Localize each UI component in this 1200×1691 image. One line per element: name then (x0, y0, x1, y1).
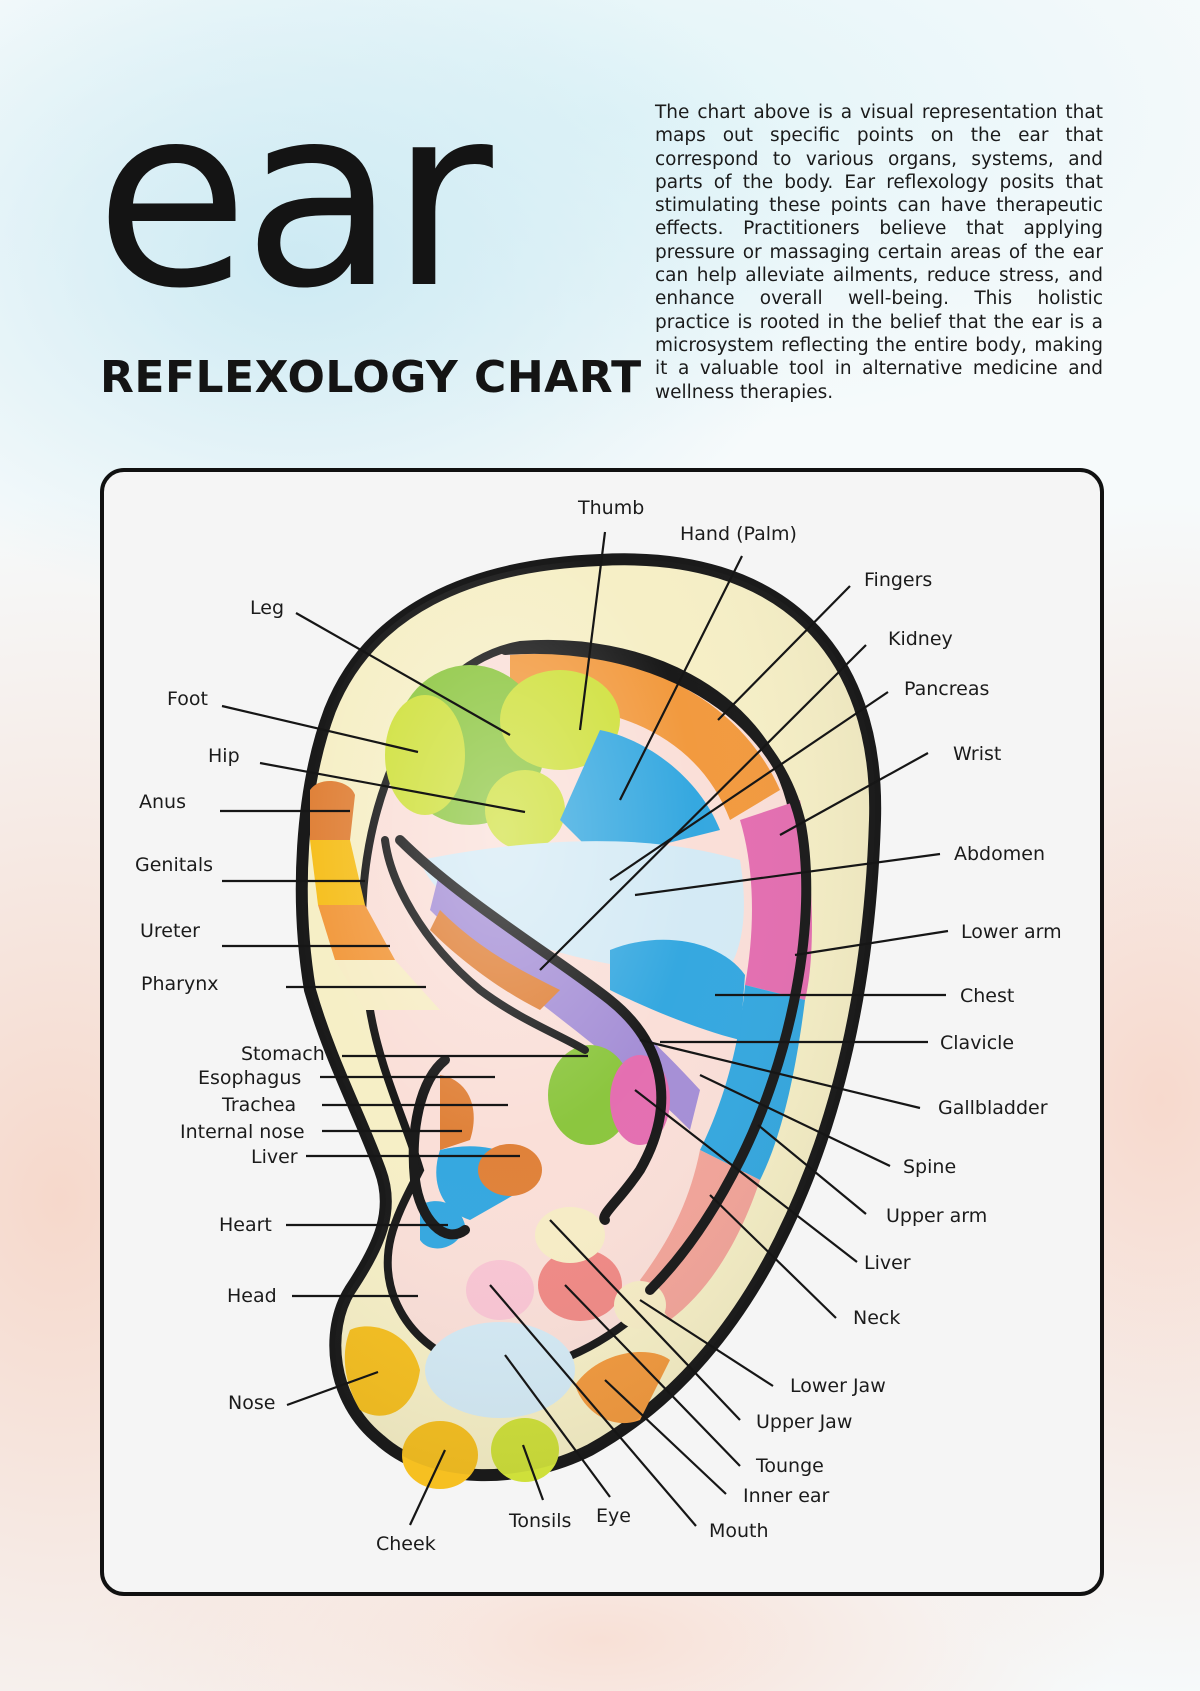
page-subtitle: REFLEXOLOGY CHART (100, 352, 642, 403)
leader-pancreas (609, 691, 889, 881)
leader-lines (220, 531, 949, 1527)
label-eye: Eye (596, 1505, 631, 1527)
leader-hand-palm (619, 555, 743, 801)
leader-hip (259, 761, 526, 814)
leader-thumb (578, 531, 607, 731)
leader-spine (699, 1074, 891, 1167)
label-hand-palm: Hand (Palm) (680, 523, 797, 545)
leader-fingers (717, 585, 851, 721)
leader-wrist (779, 752, 929, 836)
label-chest: Chest (960, 985, 1014, 1007)
label-upper-jaw: Upper Jaw (756, 1411, 852, 1433)
label-foot: Foot (167, 688, 208, 710)
label-genitals: Genitals (135, 854, 213, 876)
ear-gloss (301, 559, 876, 1476)
label-pharynx: Pharynx (141, 973, 218, 995)
label-nose: Nose (228, 1392, 275, 1414)
label-internal-nose: Internal nose (180, 1121, 305, 1143)
leader-gallbladder (639, 1038, 921, 1110)
label-tounge: Tounge (755, 1455, 824, 1477)
label-tonsils: Tonsils (508, 1510, 571, 1532)
leader-leg (295, 612, 511, 736)
label-gallbladder: Gallbladder (938, 1097, 1048, 1119)
leader-upper-arm (757, 1124, 867, 1215)
label-mouth: Mouth (709, 1520, 769, 1542)
intro-paragraph: The chart above is a visual representati… (655, 102, 1103, 403)
label-liver-left: Liver (251, 1146, 298, 1168)
page-title: ear (95, 52, 493, 343)
label-heart: Heart (219, 1214, 272, 1236)
label-wrist: Wrist (953, 743, 1001, 765)
leader-liver-right (634, 1089, 858, 1263)
label-pancreas: Pancreas (904, 678, 989, 700)
label-kidney: Kidney (888, 628, 953, 650)
leader-eye (504, 1354, 611, 1498)
label-stomach: Stomach (241, 1043, 325, 1065)
leader-kidney (539, 644, 867, 971)
leader-tonsils (521, 1444, 545, 1501)
leader-nose (286, 1370, 379, 1407)
leader-upper-jaw (549, 1219, 741, 1421)
label-lower-arm: Lower arm (961, 921, 1062, 943)
label-thumb: Thumb (577, 497, 644, 519)
label-head: Head (227, 1285, 277, 1307)
label-upper-arm: Upper arm (886, 1205, 987, 1227)
leader-abdomen (634, 852, 941, 897)
label-leg: Leg (250, 597, 284, 619)
label-lower-jaw: Lower Jaw (790, 1375, 886, 1397)
label-trachea: Trachea (221, 1094, 296, 1116)
leader-lower-jaw (639, 1299, 774, 1387)
label-neck: Neck (853, 1307, 900, 1329)
label-clavicle: Clavicle (940, 1032, 1014, 1054)
label-hip: Hip (208, 745, 240, 767)
ear-illustration (295, 553, 882, 1489)
label-inner-ear: Inner ear (743, 1485, 830, 1507)
leader-foot (221, 704, 419, 754)
label-spine: Spine (903, 1156, 956, 1178)
leader-cheek (409, 1449, 446, 1526)
leader-mouth (489, 1284, 697, 1527)
labels: Thumb Hand (Palm) Fingers Kidney Pancrea… (135, 497, 1062, 1555)
leader-neck (709, 1194, 837, 1319)
label-esophagus: Esophagus (198, 1067, 301, 1089)
label-liver-right: Liver (864, 1252, 911, 1274)
label-abdomen: Abdomen (954, 843, 1045, 865)
label-ureter: Ureter (140, 920, 200, 942)
label-anus: Anus (139, 791, 186, 813)
label-cheek: Cheek (376, 1533, 436, 1555)
leader-lower-arm (794, 929, 949, 957)
label-fingers: Fingers (864, 569, 932, 591)
leader-inner-ear (604, 1379, 727, 1495)
leader-tounge (564, 1284, 741, 1467)
